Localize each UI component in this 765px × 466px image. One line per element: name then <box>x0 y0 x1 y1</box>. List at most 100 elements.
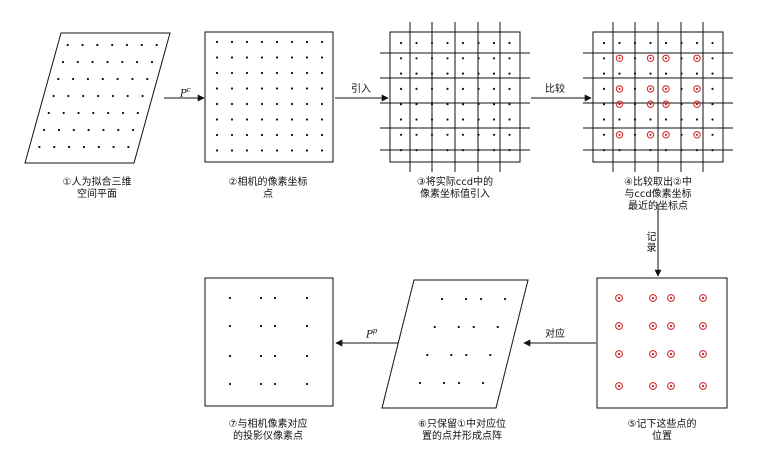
grid-dot <box>461 57 465 60</box>
selected-point-dot <box>695 57 699 60</box>
grid-dot <box>399 41 403 45</box>
panel-7-projector-pixels <box>204 277 334 407</box>
grid-dot <box>461 133 465 136</box>
grid-dot <box>426 353 429 357</box>
caption-line: ④比较取出②中 <box>624 177 692 188</box>
grid-dot <box>260 40 264 44</box>
grid-dot <box>230 56 234 59</box>
grid-dot <box>86 77 89 81</box>
grid-dot <box>508 87 511 90</box>
grid-dot <box>680 103 683 106</box>
caption-line: 置的点并形成点阵 <box>422 431 502 442</box>
grid-dot <box>508 103 511 106</box>
grid-dot <box>430 72 434 75</box>
grid-dot <box>245 87 249 90</box>
grid-dot <box>91 60 94 64</box>
selected-point-marker <box>693 131 701 139</box>
grid-dot <box>680 118 683 121</box>
grid-dot <box>230 87 234 90</box>
recorded-point-marker <box>615 294 623 302</box>
grid-dot <box>305 87 309 90</box>
selected-point-dot <box>618 103 621 106</box>
grid-dot <box>489 353 492 357</box>
square-frame <box>204 31 334 163</box>
grid-dot <box>87 128 90 132</box>
grid-dot <box>695 149 699 152</box>
grid-dot <box>446 72 449 75</box>
grid-dot <box>602 103 606 106</box>
grid-dot <box>259 324 263 328</box>
grid-dot <box>150 60 154 64</box>
recorded-point-marker <box>699 350 707 358</box>
grid-dot <box>711 87 714 90</box>
selected-point-dot <box>664 87 668 90</box>
parallelogram-frame <box>381 279 529 409</box>
grid-dot <box>649 149 652 152</box>
selected-point-dot <box>649 133 652 136</box>
grid-dot <box>245 56 249 59</box>
grid-dot <box>320 102 324 106</box>
grid-dot <box>76 60 79 64</box>
grid-dot <box>477 87 480 90</box>
selected-point-dot <box>649 103 652 106</box>
recorded-point-dot <box>651 324 655 328</box>
recorded-point-dot <box>669 352 673 356</box>
grid-dot <box>695 118 699 121</box>
selected-point-dot <box>618 133 621 136</box>
grid-dot <box>43 128 46 132</box>
grid-dot <box>680 149 683 152</box>
grid-dot <box>259 382 263 386</box>
grid-dot <box>230 118 234 121</box>
selected-point-dot <box>664 103 668 106</box>
grid-dot <box>273 354 277 358</box>
grid-dot <box>492 87 496 90</box>
grid-dot <box>131 77 134 81</box>
grid-dot <box>680 72 683 75</box>
selected-point-dot <box>695 87 699 90</box>
recorded-point-dot <box>617 352 621 356</box>
grid-dot <box>106 60 109 64</box>
grid-dot <box>320 71 324 75</box>
caption-panel-5: ⑤记下这些点的 位置 <box>628 419 697 443</box>
caption-panel-3: ③将实际ccd中的 像素坐标值引入 <box>417 177 493 201</box>
grid-dot <box>496 325 499 329</box>
grid-dot <box>140 43 143 47</box>
grid-dot <box>127 145 130 149</box>
grid-dot <box>260 102 264 106</box>
grid-dot <box>121 111 125 115</box>
grid-dot <box>508 57 511 60</box>
grid-dot <box>215 149 219 152</box>
grid-dot <box>633 103 637 106</box>
grid-dot <box>245 102 249 106</box>
recorded-point-dot <box>617 384 621 388</box>
selected-point-marker <box>662 54 670 62</box>
grid-dot <box>711 103 714 106</box>
grid-dot <box>230 133 234 137</box>
grid-dot <box>446 41 449 45</box>
grid-dot <box>461 72 465 75</box>
selected-point-marker <box>646 131 655 139</box>
grid-dot <box>508 118 511 121</box>
arrow-label-pc: Pc <box>180 86 191 100</box>
grid-dot <box>273 324 277 328</box>
selected-point-marker <box>646 85 655 93</box>
grid-dot <box>230 149 234 152</box>
panel-6-retained-points <box>381 279 529 409</box>
grid-dot <box>633 118 637 121</box>
grid-dot <box>415 87 418 90</box>
grid-dot <box>695 72 699 75</box>
arrow-label-char: 录 <box>646 243 657 254</box>
square-frame <box>204 277 334 407</box>
grid-dot <box>481 381 485 385</box>
grid-dot <box>61 60 65 64</box>
selected-point-marker <box>662 131 670 139</box>
grid-dot <box>72 128 75 132</box>
grid-dot <box>260 118 264 121</box>
grid-dot <box>633 72 637 75</box>
grid-dot <box>215 133 219 137</box>
grid-dot <box>602 133 606 136</box>
grid-dot <box>415 72 418 75</box>
grid-dot <box>446 87 449 90</box>
